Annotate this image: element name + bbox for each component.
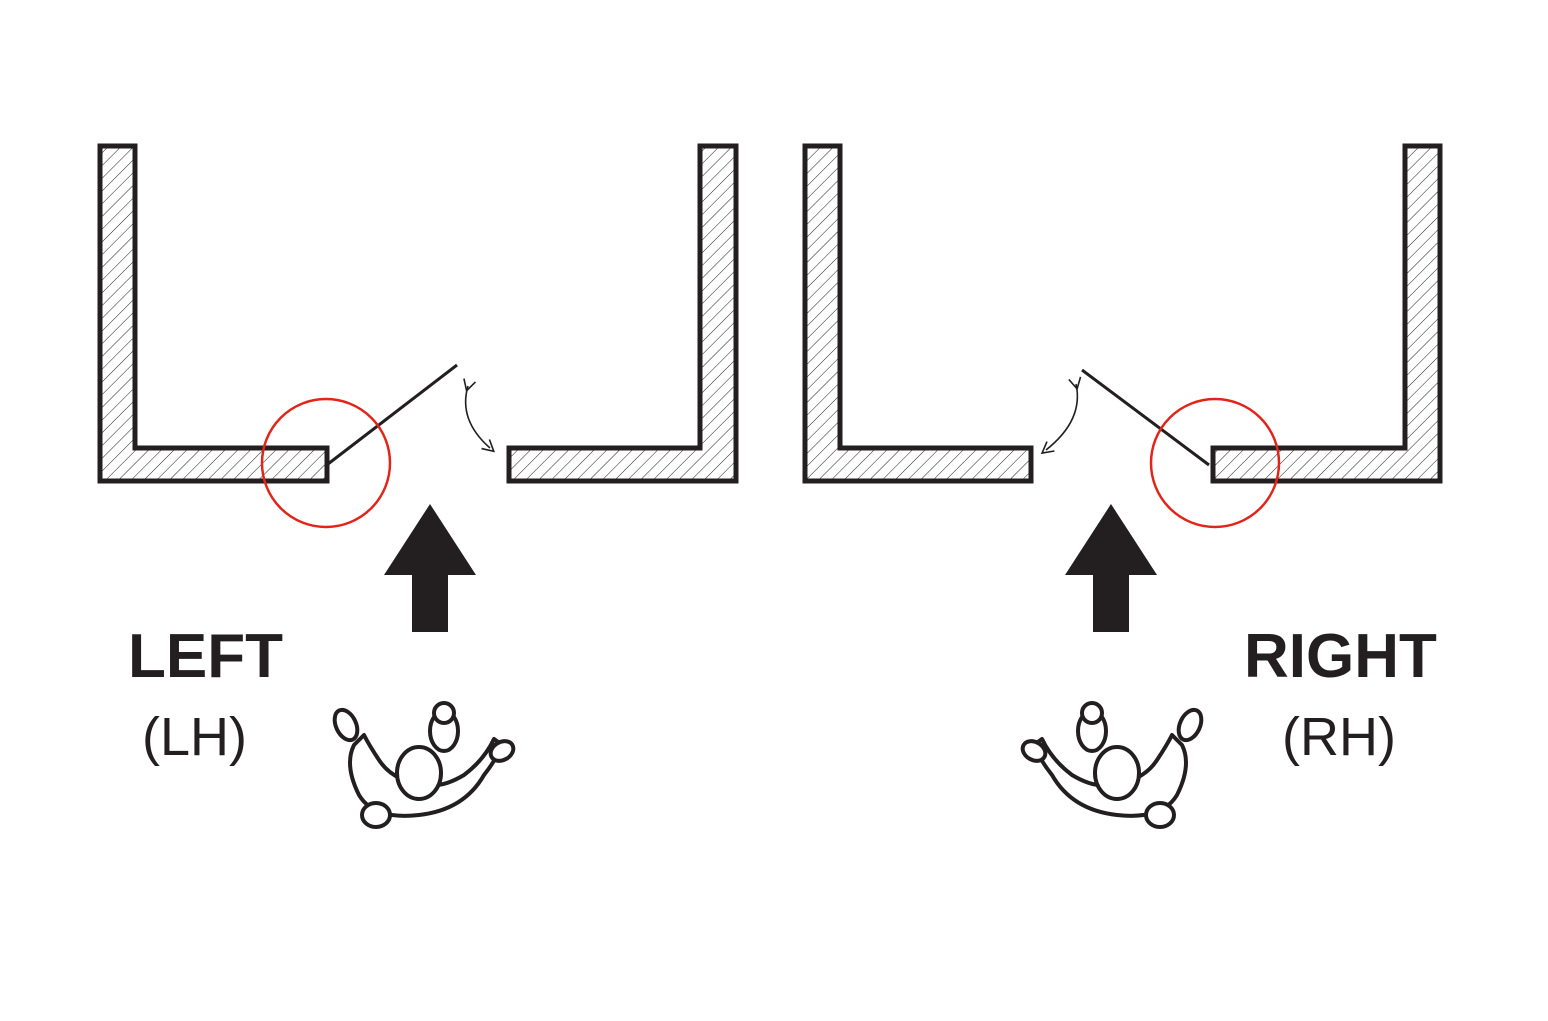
left-wall-segment	[97, 143, 330, 484]
right-hand-diagram	[802, 143, 1443, 829]
right-wall-segment	[1210, 143, 1443, 484]
entry-arrow-icon	[384, 504, 476, 632]
left-code: (LH)	[142, 707, 247, 767]
left-wall-segment	[802, 143, 1034, 484]
entry-arrow-icon	[1065, 504, 1157, 632]
left-title: LEFT	[128, 622, 283, 691]
swing-arrow-icon	[1040, 376, 1082, 455]
right-code: (RH)	[1282, 707, 1396, 767]
person-icon	[332, 701, 516, 829]
left-hand-diagram	[97, 143, 739, 829]
door-leaf	[327, 363, 458, 466]
swing-arrow-icon	[463, 378, 496, 453]
person-icon	[1020, 701, 1204, 829]
door-leaf	[1081, 368, 1210, 467]
hinge-highlight-circle	[260, 397, 392, 529]
right-wall-segment	[506, 143, 739, 484]
hinge-highlight-circle	[1149, 397, 1281, 529]
right-title: RIGHT	[1244, 622, 1437, 691]
